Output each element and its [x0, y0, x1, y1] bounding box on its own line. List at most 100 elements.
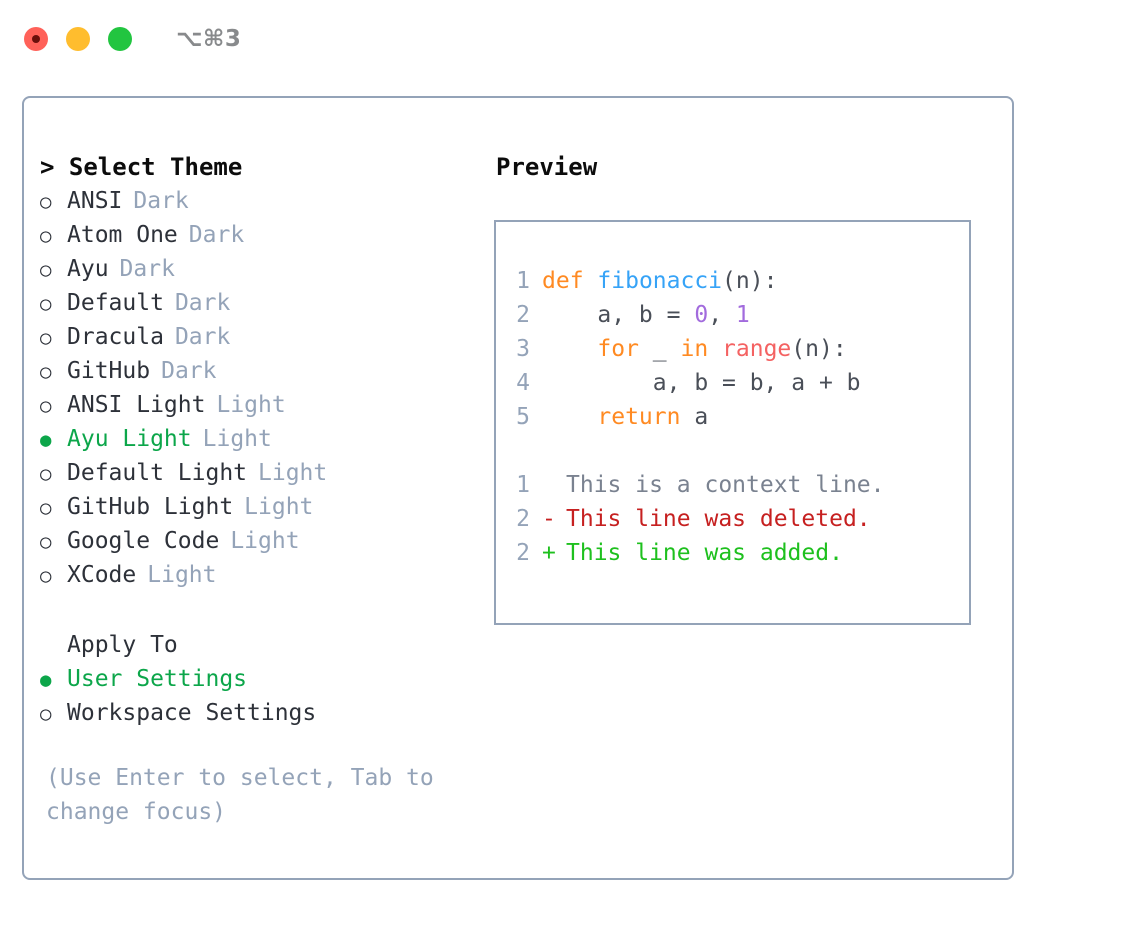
- theme-variant: Dark: [188, 222, 245, 248]
- apply-to-option-user-settings[interactable]: ● User Settings: [40, 662, 494, 696]
- theme-option-github[interactable]: ○ GitHub Dark: [40, 354, 494, 388]
- apply-to-option-workspace-settings[interactable]: ○Workspace Settings: [40, 696, 494, 730]
- apply-to-name: User Settings: [67, 666, 248, 692]
- maximize-button[interactable]: [108, 27, 132, 51]
- title-bar: ⌥⌘3: [0, 0, 1140, 78]
- theme-name: GitHub Light: [67, 494, 234, 520]
- theme-option-atom-one[interactable]: ○ Atom One Dark: [40, 218, 494, 252]
- preview-header: Preview: [496, 153, 598, 181]
- diff-marker: -: [542, 506, 556, 532]
- theme-name: ANSI: [67, 188, 123, 214]
- diff-line-number: 1: [516, 472, 530, 498]
- theme-option-default-light[interactable]: ○ Default Light Light: [40, 456, 494, 490]
- code-token: ,: [708, 302, 736, 328]
- theme-variant: Light: [258, 460, 328, 486]
- apply-to-name: Workspace Settings: [67, 700, 317, 726]
- radio-unselected-icon: ○: [40, 225, 52, 247]
- code-token: _: [638, 336, 681, 362]
- apply-to-list[interactable]: ● User Settings ○Workspace Settings: [40, 662, 494, 730]
- theme-variant: Light: [202, 426, 272, 452]
- diff-sample: 1 This is a context line. 2-This line was…: [514, 468, 969, 570]
- diff-text: This line was added.: [566, 540, 843, 566]
- diff-text: This is a context line.: [566, 472, 885, 498]
- theme-name: Atom One: [67, 222, 178, 248]
- theme-name: Default: [67, 290, 164, 316]
- code-token: return: [597, 404, 681, 430]
- theme-variant: Dark: [119, 256, 175, 282]
- radio-unselected-icon: ○: [40, 395, 52, 417]
- theme-option-ayu[interactable]: ○ Ayu Dark: [40, 252, 494, 286]
- code-token: 1: [735, 302, 750, 328]
- code-token: a: [680, 404, 709, 430]
- keyboard-hint: (Use Enter to select, Tab to change focu…: [46, 765, 448, 825]
- diff-text: This line was deleted.: [566, 506, 871, 532]
- radio-unselected-icon: ○: [40, 463, 52, 485]
- radio-unselected-icon: ○: [40, 293, 52, 315]
- minimize-button[interactable]: [66, 27, 90, 51]
- theme-name: GitHub: [67, 358, 151, 384]
- code-token: [708, 336, 722, 362]
- code-token: in: [680, 336, 709, 362]
- shortcut-label: ⌥⌘3: [176, 26, 242, 52]
- radio-unselected-icon: ○: [40, 497, 52, 519]
- code-line: 5 return a: [514, 400, 969, 434]
- theme-variant: Light: [230, 528, 300, 554]
- radio-unselected-icon: ○: [40, 259, 52, 281]
- diff-marker: [542, 468, 566, 502]
- radio-unselected-icon: ○: [40, 327, 52, 349]
- theme-option-dracula[interactable]: ○ Dracula Dark: [40, 320, 494, 354]
- theme-name: Default Light: [67, 460, 248, 486]
- theme-name: XCode: [67, 562, 137, 588]
- radio-unselected-icon: ○: [40, 191, 52, 213]
- code-token: def: [542, 268, 584, 294]
- theme-option-xcode[interactable]: ○ XCode Light: [40, 558, 494, 592]
- code-line: 4 a, b = b, a + b: [514, 366, 969, 400]
- line-number: 4: [516, 370, 530, 396]
- diff-line-add: 2+This line was added.: [514, 536, 969, 570]
- code-token: 0: [694, 302, 709, 328]
- theme-name: Ayu: [67, 256, 109, 282]
- theme-name: Dracula: [67, 324, 164, 350]
- radio-unselected-icon: ○: [40, 531, 52, 553]
- radio-selected-icon: ●: [40, 669, 52, 691]
- select-theme-header: > Select Theme: [40, 153, 243, 181]
- line-number: 2: [516, 302, 530, 328]
- apply-to-header: ○ Apply To: [40, 628, 494, 662]
- theme-variant: Dark: [133, 188, 189, 214]
- theme-option-ansi[interactable]: ○ ANSI Dark: [40, 184, 494, 218]
- code-token: [584, 268, 598, 294]
- code-token: a, b =: [542, 302, 695, 328]
- code-token: [542, 336, 597, 362]
- radio-unselected-icon: ○: [40, 565, 52, 587]
- theme-variant: Light: [147, 562, 217, 588]
- diff-line-del: 2-This line was deleted.: [514, 502, 969, 536]
- code-token: for: [597, 336, 639, 362]
- code-token: (n):: [791, 336, 847, 362]
- line-number: 1: [516, 268, 530, 294]
- code-token: [542, 404, 597, 430]
- code-line: 1 def fibonacci(n):: [514, 264, 969, 298]
- code-line: 2 a, b = 0, 1: [514, 298, 969, 332]
- radio-selected-icon: ●: [40, 429, 52, 451]
- radio-unselected-icon: ○: [40, 361, 52, 383]
- line-number: 3: [516, 336, 530, 362]
- code-token: fibonacci: [597, 268, 723, 294]
- theme-variant: Dark: [174, 324, 231, 350]
- code-token: range: [722, 336, 792, 362]
- diff-marker: +: [542, 540, 556, 566]
- theme-variant: Dark: [161, 358, 217, 384]
- theme-variant: Light: [216, 392, 286, 418]
- close-button[interactable]: [24, 27, 48, 51]
- code-token: (n):: [722, 268, 778, 294]
